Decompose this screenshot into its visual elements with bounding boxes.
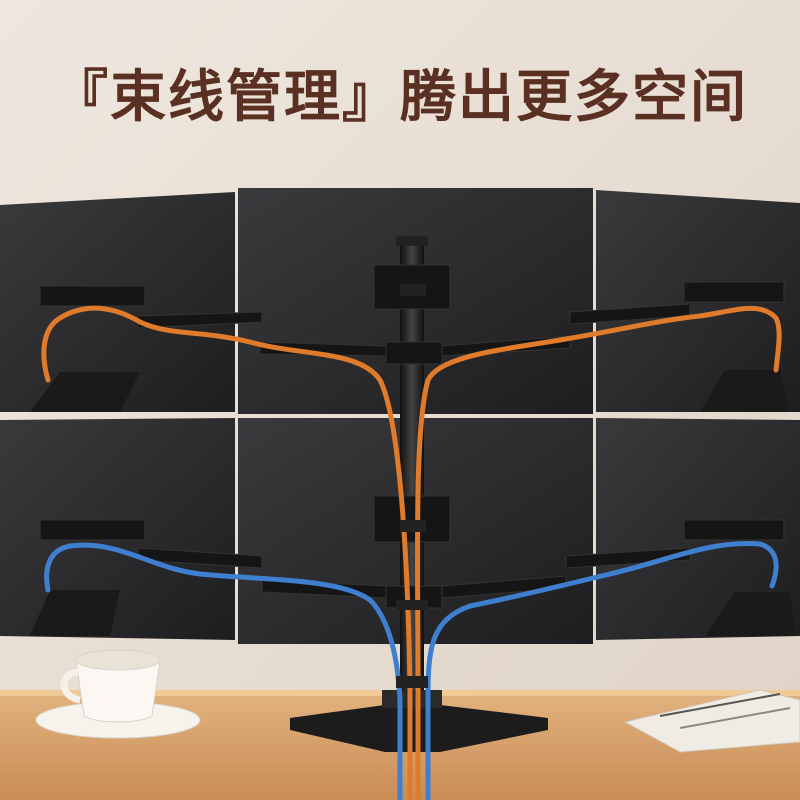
monitor-rear-foot xyxy=(30,372,140,412)
cable-clips xyxy=(396,284,428,688)
blue-cable-bundle xyxy=(44,540,779,800)
monitor-rear-foot xyxy=(30,590,120,636)
monitor-rear-foot xyxy=(705,592,795,636)
coffee-cup xyxy=(35,649,201,739)
headline-title: 『束线管理』腾出更多空间 xyxy=(52,65,748,130)
magazine xyxy=(623,689,800,753)
pole-cap xyxy=(396,236,428,246)
monitor-rear-foot xyxy=(700,370,790,412)
orange-cable-bundle xyxy=(41,305,782,800)
